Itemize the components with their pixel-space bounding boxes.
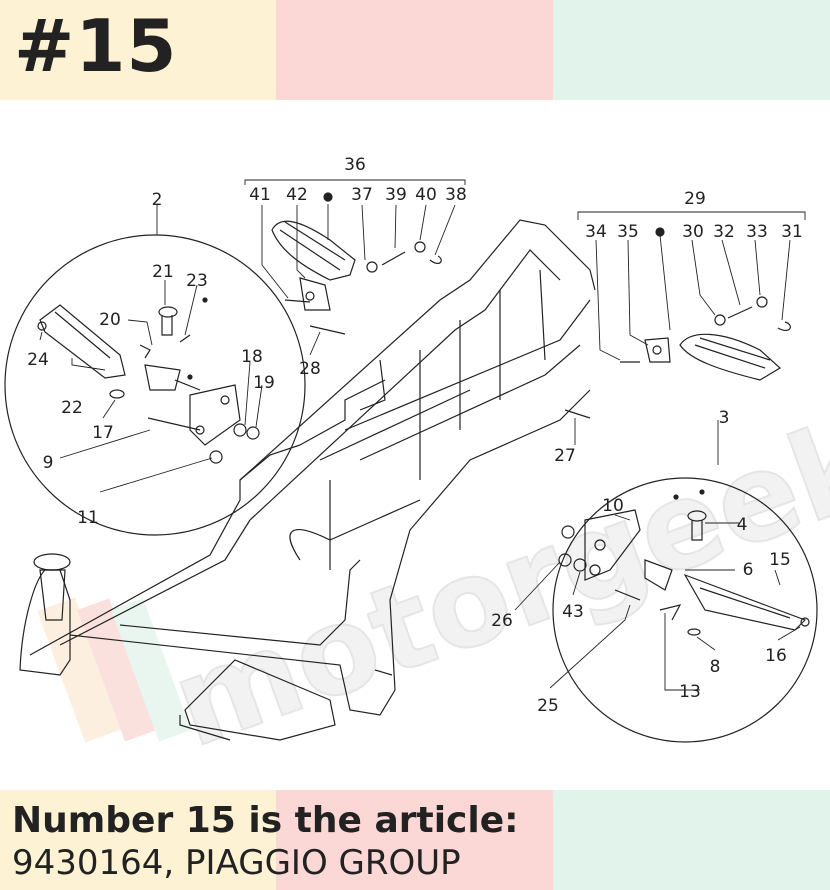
callout-9: 9 bbox=[43, 453, 54, 473]
callout-26: 26 bbox=[491, 611, 513, 631]
callout-33: 33 bbox=[746, 222, 768, 242]
callout-24: 24 bbox=[27, 350, 49, 370]
footer-band-yellow bbox=[0, 790, 276, 890]
callout-36: 36 bbox=[344, 155, 366, 175]
callout-15: 15 bbox=[769, 550, 791, 570]
right-footrest-assembly bbox=[564, 227, 791, 419]
page-title: #15 bbox=[14, 4, 178, 88]
right-lower-assembly bbox=[558, 489, 810, 636]
callout-41: 41 bbox=[249, 185, 271, 205]
inset-circle-right bbox=[552, 477, 818, 743]
watermark-logo: motorgeek bbox=[37, 391, 830, 776]
callout-19: 19 bbox=[253, 373, 275, 393]
footer-band-pink bbox=[276, 790, 553, 890]
callout-2: 2 bbox=[152, 190, 163, 210]
callout-43: 43 bbox=[562, 602, 584, 622]
left-footrest-assembly bbox=[37, 297, 260, 464]
footer-article-heading: Number 15 is the article: bbox=[12, 800, 519, 841]
callout-6: 6 bbox=[743, 560, 754, 580]
callout-3: 3 bbox=[719, 408, 730, 428]
callout-42: 42 bbox=[286, 185, 308, 205]
header-band-yellow bbox=[0, 0, 276, 100]
callout-8: 8 bbox=[710, 657, 721, 677]
callout-29: 29 bbox=[684, 189, 706, 209]
callout-21: 21 bbox=[152, 262, 174, 282]
callout-37: 37 bbox=[351, 185, 373, 205]
callout-17: 17 bbox=[92, 423, 114, 443]
callout-38: 38 bbox=[445, 185, 467, 205]
callout-34: 34 bbox=[585, 222, 607, 242]
header-band-mint bbox=[553, 0, 830, 100]
callout-18: 18 bbox=[241, 347, 263, 367]
callout-13: 13 bbox=[679, 682, 701, 702]
callout-22: 22 bbox=[61, 398, 83, 418]
scooter-frame bbox=[19, 219, 596, 741]
callout-11: 11 bbox=[77, 508, 99, 528]
callout-40: 40 bbox=[415, 185, 437, 205]
callout-25: 25 bbox=[537, 696, 559, 716]
callout-32: 32 bbox=[713, 222, 735, 242]
callout-28: 28 bbox=[299, 359, 321, 379]
callout-30: 30 bbox=[682, 222, 704, 242]
callout-31: 31 bbox=[781, 222, 803, 242]
header-band-pink bbox=[276, 0, 553, 100]
callout-10: 10 bbox=[602, 496, 624, 516]
footer-band-mint bbox=[553, 790, 830, 890]
callout-20: 20 bbox=[99, 310, 121, 330]
callout-35: 35 bbox=[617, 222, 639, 242]
footer-article-number: 9430164, PIAGGIO GROUP bbox=[12, 843, 461, 883]
top-footrest-assembly bbox=[271, 192, 442, 335]
leader-lines bbox=[39, 179, 806, 691]
callout-23: 23 bbox=[186, 271, 208, 291]
callout-39: 39 bbox=[385, 185, 407, 205]
callout-16: 16 bbox=[765, 646, 787, 666]
callout-labels: 36 41 42 37 39 40 38 2 21 23 20 24 22 18… bbox=[27, 155, 803, 716]
callout-27: 27 bbox=[554, 446, 576, 466]
parts-diagram: motorgeek bbox=[4, 155, 830, 776]
inset-circle-left bbox=[4, 234, 306, 536]
callout-4: 4 bbox=[737, 515, 748, 535]
